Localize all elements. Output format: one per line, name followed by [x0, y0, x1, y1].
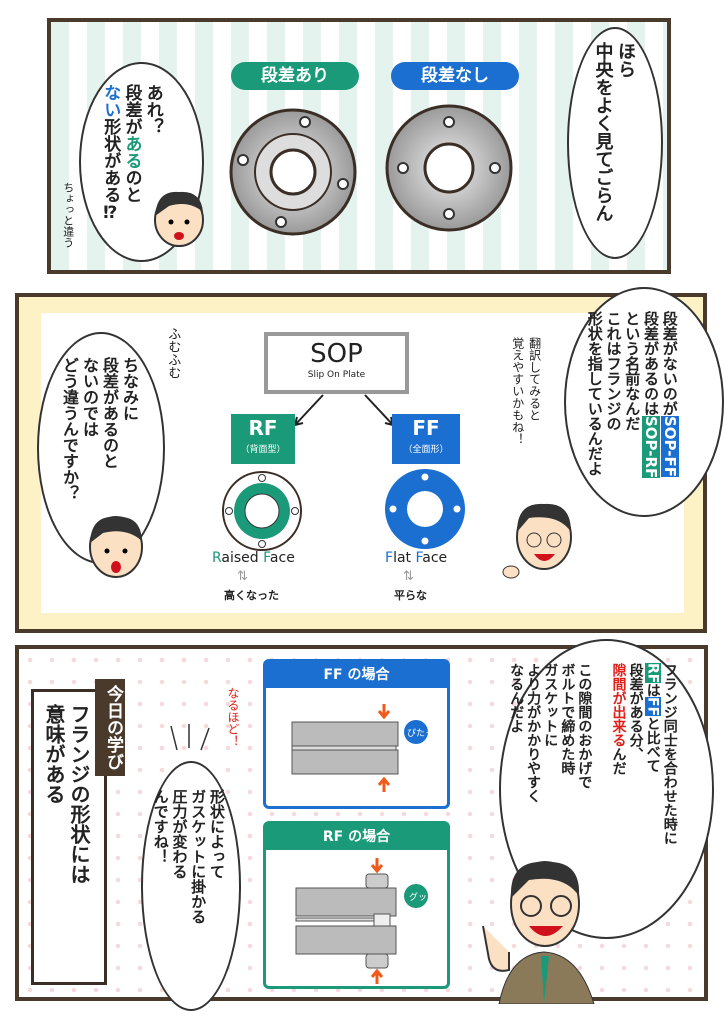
badge-with-step: 段差あり: [231, 62, 359, 90]
rf-arrow: ⇅: [237, 569, 248, 584]
ff-box: FF （全面形）: [392, 414, 460, 464]
ff-meaning: 平らな: [394, 589, 427, 602]
rf-case-title: RF の場合: [266, 824, 447, 850]
rf-joint-diagram: グッ: [295, 858, 428, 984]
aside-translate: 翻訳してみると覚えやすいかもね！: [510, 337, 542, 445]
ff-joint-diagram: ぴたっ: [291, 704, 434, 792]
aside-text: ちょっと違う: [61, 182, 75, 248]
aside-fumufumu: ふむふむ: [165, 327, 181, 379]
aside-naruhodo: なるほど！: [226, 687, 240, 747]
rf-fullname: Raised Face: [212, 550, 295, 566]
speech-bubble-right: [564, 287, 724, 517]
flange-flat-illustration: [385, 104, 513, 232]
rf-case-box: RF の場合 グッ: [263, 821, 450, 989]
sop-subtitle: Slip On Plate: [307, 370, 366, 380]
lesson-box: [31, 689, 107, 985]
ff-case-title: FF の場合: [266, 662, 447, 688]
ff-fullname: Flat Face: [385, 550, 448, 566]
rf-flange-diagram: [222, 471, 302, 551]
rf-meaning: 高くなった: [224, 589, 279, 602]
boy-character: [89, 516, 143, 578]
rf-sfx: グッ: [409, 891, 427, 903]
speech-text-right: フランジ同士を合わせた時に RFはFFと比べて 段差がある分、 隙間が出来るんだ…: [508, 663, 678, 845]
speech-bubble-middle: [141, 761, 241, 1011]
speech-text-left: ちなみに段差があるのとないのではどう違うんですか？: [60, 357, 139, 501]
lesson-text: フランジの形状には意味がある: [42, 704, 91, 884]
rf-box: RF （背面型）: [231, 414, 295, 464]
boy-character: [154, 191, 204, 247]
ff-case-box: FF の場合 ぴたっ: [263, 659, 450, 809]
speech-text-left: あれ？ 段差があるのと ない形状がある⁉: [100, 84, 163, 223]
teacher-character: [482, 861, 595, 1004]
panel-1: 段差あり 段差なし あれ？ 段差があるのと ない形状がある⁉ ちょっと違う ほら…: [47, 18, 671, 274]
panel-2: SOP Slip On Plate RF （背面型） FF （全面形） Rais…: [15, 287, 724, 633]
speech-text-right: ほら中央をよく見てごらん: [592, 42, 637, 222]
sop-box: SOP Slip On Plate: [264, 332, 409, 394]
badge-no-step: 段差なし: [391, 62, 519, 90]
branch-arrows: [294, 394, 394, 426]
panel-3: 今日の学び フランジの形状には意味がある なるほど！ 形状によってガスケットに掛…: [15, 639, 714, 1011]
speech-bubble-right: [567, 27, 663, 259]
speech-text-middle: 形状によってガスケットに掛かる圧力が変わるんですね！: [151, 789, 226, 924]
ff-arrow: ⇅: [403, 569, 414, 584]
lesson-label: 今日の学び: [95, 679, 125, 776]
speech-text-right: 段差がないのがSOP-FF 段差があるのはSOP-RF という名前なんだ これは…: [585, 311, 679, 479]
ff-sfx: ぴたっ: [407, 728, 434, 739]
ff-flange-diagram: [385, 469, 465, 549]
teacher-character: [502, 503, 572, 579]
flange-raised-illustration: [229, 108, 357, 236]
sop-title: SOP: [310, 339, 363, 369]
emphasis-lines: [170, 724, 210, 751]
